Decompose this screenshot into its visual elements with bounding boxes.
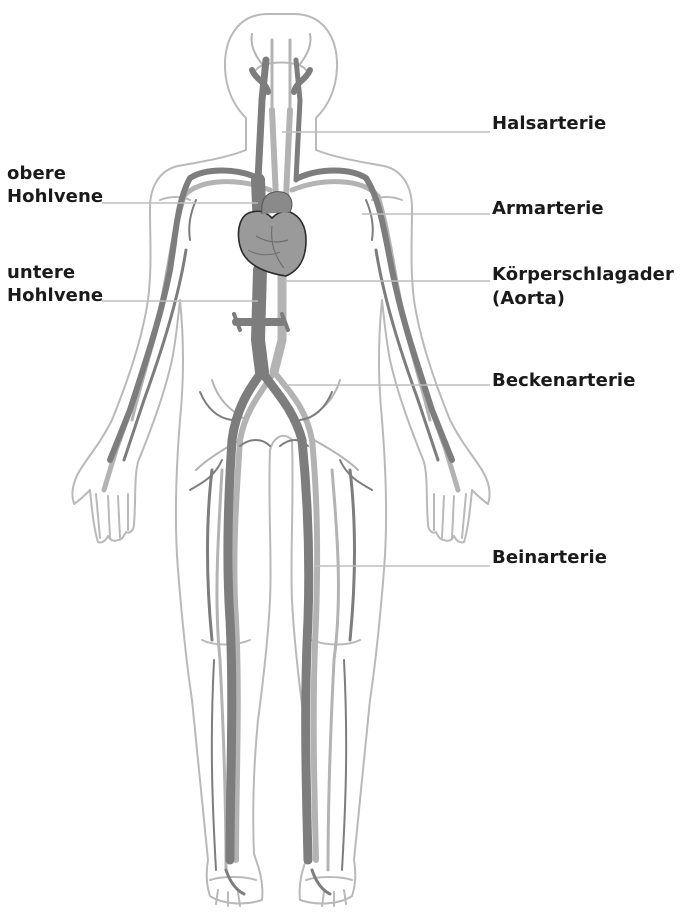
label-aorta-line1: Körperschlagader [492,264,674,285]
label-obere-hohlvene-line1: obere [7,163,66,184]
label-untere-hohlvene-line2: Hohlvene [7,285,103,306]
label-aorta-line2: (Aorta) [492,288,565,309]
label-beckenarterie: Beckenarterie [492,370,636,391]
heart [239,192,307,276]
label-halsarterie: Halsarterie [492,113,606,134]
veins [110,60,452,894]
label-untere-hohlvene-line1: untere [7,262,75,283]
body-outline [72,14,489,906]
label-beinarterie: Beinarterie [492,547,607,568]
label-armarterie: Armarterie [492,198,604,219]
label-obere-hohlvene-line2: Hohlvene [7,186,103,207]
arteries [104,34,458,870]
